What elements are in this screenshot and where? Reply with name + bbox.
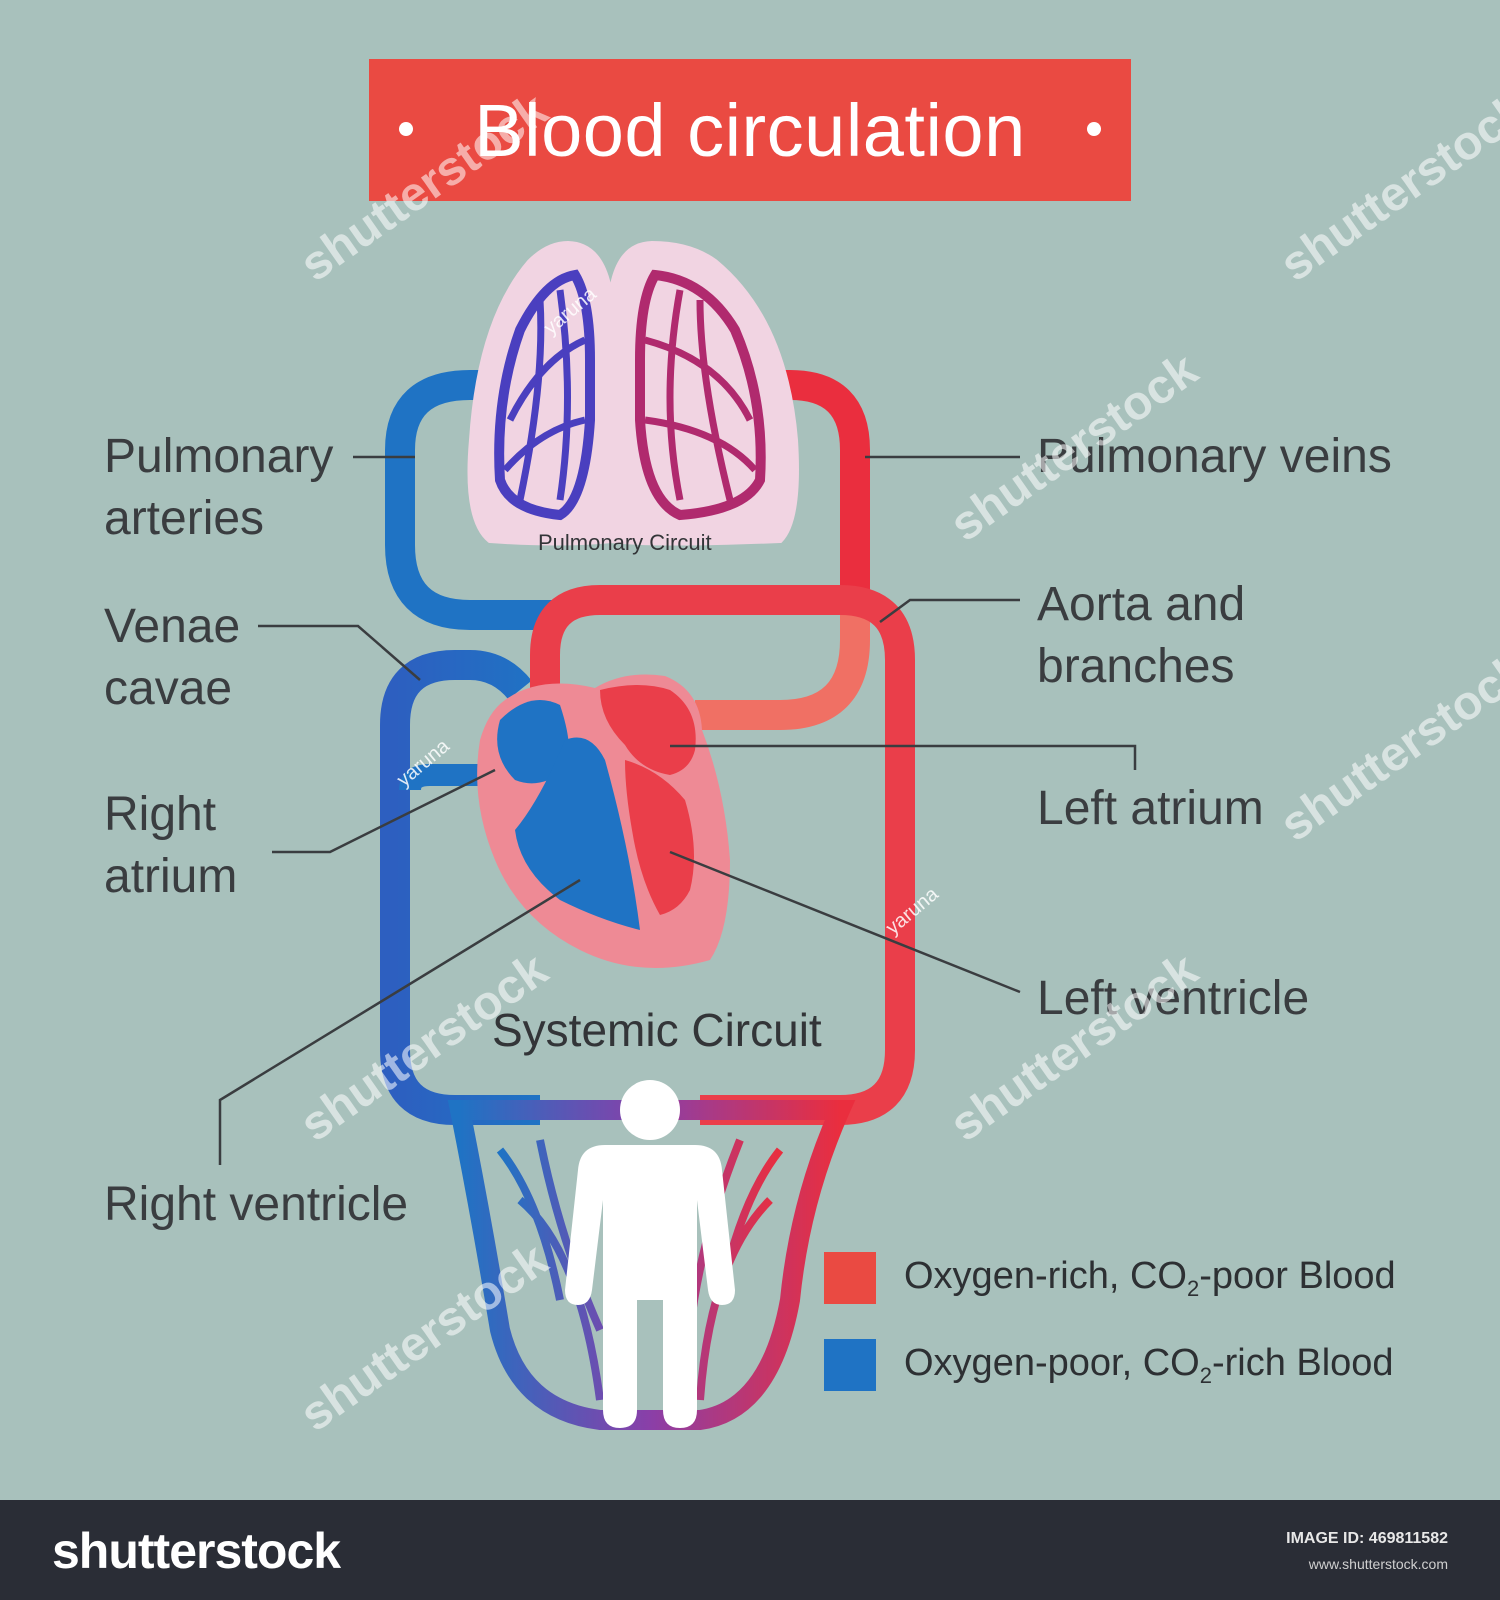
label-systemic-circuit: Systemic Circuit	[492, 1004, 822, 1056]
legend-item-oxygen-poor: Oxygen-poor, CO2-rich Blood	[824, 1339, 1394, 1391]
leader-lines	[218, 455, 1137, 1165]
label-venae-cavae-line1: Venae	[104, 600, 241, 653]
label-pulmonary-arteries-line1: Pulmonary	[104, 430, 334, 483]
label-left-atrium: Left atrium	[1037, 782, 1264, 835]
label-right-ventricle: Right ventricle	[104, 1178, 409, 1231]
legend-swatch-oxygen-poor	[824, 1339, 876, 1391]
page-title: Blood circulation	[474, 88, 1026, 172]
label-pulmonary-veins: Pulmonary veins	[1037, 430, 1392, 483]
title-dot-left	[399, 122, 413, 136]
legend-label-oxygen-poor: Oxygen-poor, CO2-rich Blood	[904, 1341, 1394, 1388]
label-venae-cavae-line2: cavae	[104, 662, 233, 715]
label-pulmonary-arteries: Pulmonary arteries	[104, 426, 333, 550]
label-aorta-line2: branches	[1037, 640, 1235, 693]
title-dot-right	[1087, 122, 1101, 136]
legend-item-oxygen-rich: Oxygen-rich, CO2-poor Blood	[824, 1252, 1396, 1304]
human-figure-icon	[565, 1080, 735, 1428]
label-aorta-branches: Aorta and branches	[1037, 574, 1245, 698]
label-right-atrium-line1: Right	[104, 788, 217, 841]
heart	[477, 674, 730, 968]
title-banner: Blood circulation	[369, 59, 1131, 201]
label-pulmonary-arteries-line2: arteries	[104, 492, 265, 545]
brand-logo: shutterstock	[52, 1523, 341, 1579]
lungs	[467, 240, 799, 546]
legend-swatch-oxygen-rich	[824, 1252, 876, 1304]
stock-footer: shutterstock IMAGE ID: 469811582 www.shu…	[0, 1500, 1500, 1600]
label-right-atrium: Right atrium	[104, 784, 237, 908]
site-url: www.shutterstock.com	[1308, 1556, 1448, 1572]
label-venae-cavae: Venae cavae	[104, 596, 240, 720]
label-pulmonary-circuit: Pulmonary Circuit	[538, 530, 712, 555]
label-left-ventricle: Left ventricle	[1037, 972, 1310, 1025]
label-aorta-line1: Aorta and	[1037, 578, 1246, 631]
label-right-atrium-line2: atrium	[104, 850, 238, 903]
legend-label-oxygen-rich: Oxygen-rich, CO2-poor Blood	[904, 1254, 1396, 1301]
image-id: IMAGE ID: 469811582	[1286, 1530, 1448, 1547]
